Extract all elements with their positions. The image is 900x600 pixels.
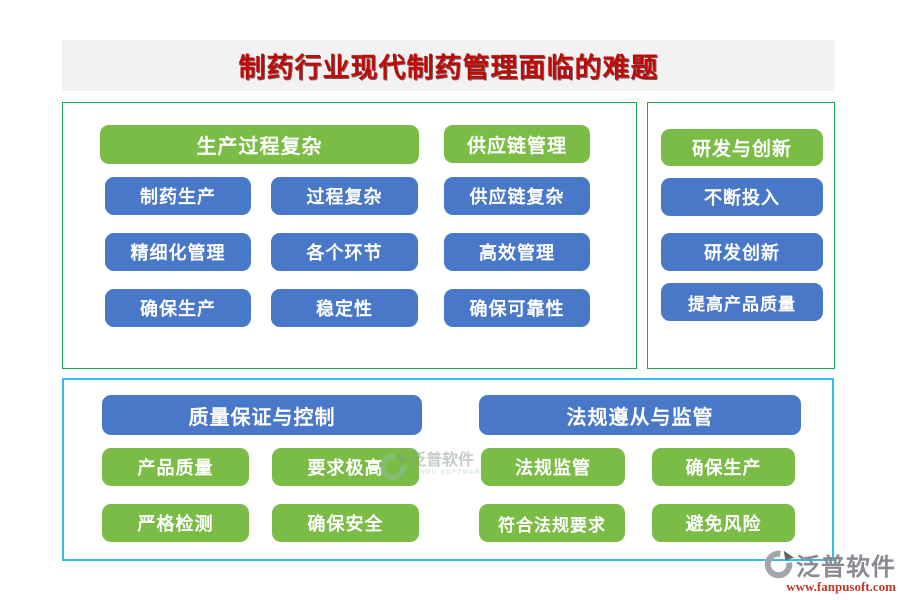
page-title: 制药行业现代制药管理面临的难题 xyxy=(238,53,659,83)
node-supply-chain-header: 供应链管理 xyxy=(444,125,590,163)
footer-logo: 泛普软件 www.fanpusoft.com xyxy=(740,547,896,595)
diagram-node: 要求极高 xyxy=(272,448,419,486)
diagram-node: 避免风险 xyxy=(652,504,795,542)
diagram-node: 精细化管理 xyxy=(105,233,251,271)
diagram-node: 确保可靠性 xyxy=(444,289,590,327)
diagram-node: 研发创新 xyxy=(661,233,823,271)
diagram-node: 不断投入 xyxy=(661,178,823,216)
diagram-node: 确保安全 xyxy=(272,504,419,542)
node-rnd-header: 研发与创新 xyxy=(661,129,823,166)
node-production-header: 生产过程复杂 xyxy=(100,125,419,164)
diagram-node: 确保生产 xyxy=(652,448,795,486)
diagram-node: 各个环节 xyxy=(271,233,418,271)
node-regulation-header: 法规遵从与监管 xyxy=(479,395,801,435)
panel-production: 生产过程复杂 供应链管理 制药生产 过程复杂 供应链复杂 精细化管理 各个环节 … xyxy=(62,102,637,369)
panel-quality-regulation: 质量保证与控制 法规遵从与监管 产品质量 要求极高 严格检测 确保安全 法规监管… xyxy=(62,378,834,561)
brand-name: 泛普软件 xyxy=(796,554,896,581)
swoosh-icon xyxy=(763,549,794,580)
panel-rnd: 研发与创新 不断投入 研发创新 提高产品质量 xyxy=(647,102,835,369)
diagram-node: 严格检测 xyxy=(102,504,249,542)
title-band: 制药行业现代制药管理面临的难题 xyxy=(62,40,835,91)
diagram-node: 供应链复杂 xyxy=(444,177,590,215)
brand-url: www.fanpusoft.com xyxy=(786,579,896,594)
diagram-node: 制药生产 xyxy=(105,177,251,215)
diagram-node: 提高产品质量 xyxy=(661,283,823,321)
node-quality-header: 质量保证与控制 xyxy=(102,395,422,435)
diagram-node: 稳定性 xyxy=(271,289,418,327)
diagram-node: 过程复杂 xyxy=(271,177,418,215)
diagram-node: 符合法规要求 xyxy=(479,504,625,542)
diagram-node: 确保生产 xyxy=(105,289,251,327)
diagram-node: 法规监管 xyxy=(481,448,625,486)
diagram-node: 产品质量 xyxy=(102,448,249,486)
diagram-node: 高效管理 xyxy=(444,233,590,271)
